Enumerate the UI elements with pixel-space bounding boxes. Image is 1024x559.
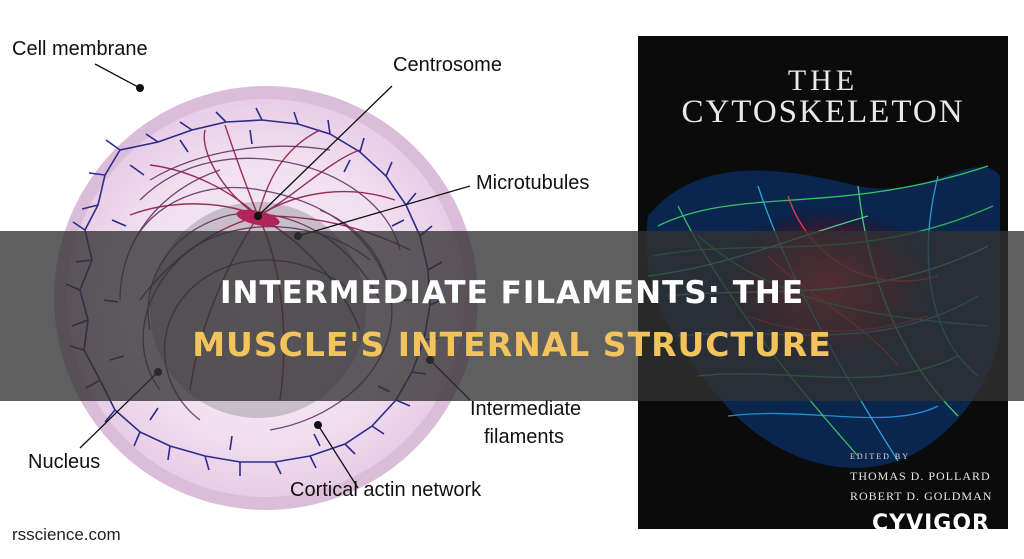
cover-author-1: THOMAS D. POLLARD	[850, 469, 991, 483]
headline-line1: INTERMEDIATE FILAMENTS: THE	[219, 275, 805, 311]
headline-line2: MUSCLE'S INTERNAL STRUCTURE	[192, 325, 832, 364]
label-cell-membrane: Cell membrane	[12, 38, 148, 60]
cover-author-2: ROBERT D. GOLDMAN	[850, 489, 993, 503]
label-nucleus: Nucleus	[28, 451, 101, 473]
brand-logo: CYVIGOR	[872, 511, 990, 536]
label-cortical-actin-network: Cortical actin network	[290, 479, 482, 501]
cover-title-line2: CYTOSKELETON	[681, 94, 965, 130]
cover-edited-by: EDITED BY	[850, 452, 910, 461]
title-banner	[0, 231, 1024, 401]
label-intermediate-filaments-line2: filaments	[484, 426, 565, 448]
source-credit: rsscience.com	[12, 525, 121, 544]
label-centrosome: Centrosome	[393, 54, 502, 76]
cover-title-line1: THE	[787, 64, 859, 97]
label-microtubules: Microtubules	[476, 172, 590, 194]
label-intermediate-filaments-line1: Intermediate	[470, 398, 582, 420]
